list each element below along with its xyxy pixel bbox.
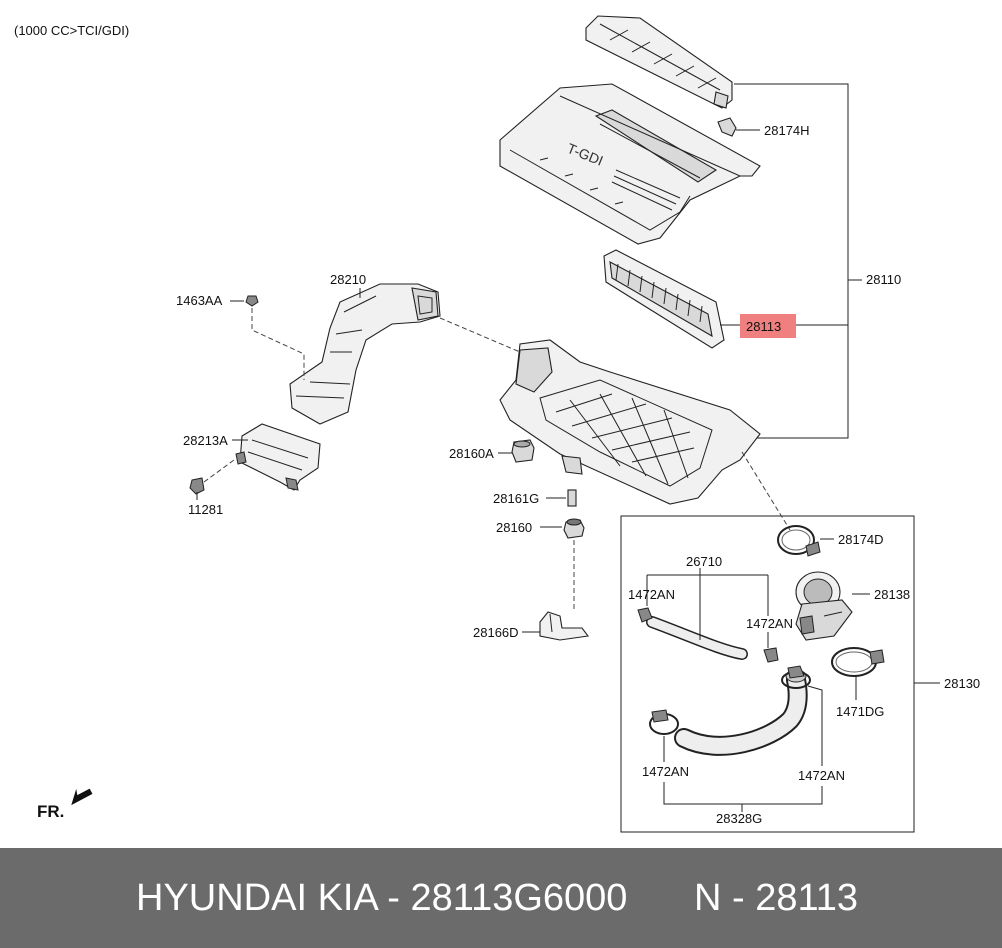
- callout-28130: 28130: [944, 676, 980, 691]
- engine-note: (1000 CC>TCI/GDI): [14, 23, 129, 38]
- callout-1463AA: 1463AA: [176, 293, 223, 308]
- hose-clamp-d: [781, 665, 811, 689]
- hose-28328G: [674, 669, 808, 756]
- clamp-1471DG: [831, 647, 885, 677]
- callout-28161G: 28161G: [493, 491, 539, 506]
- bracket-28213A: [235, 423, 321, 491]
- grommet-28160A: [511, 439, 535, 463]
- clip-28174H: [717, 117, 737, 137]
- sensor-28138: [795, 571, 853, 641]
- assembly-box: [620, 515, 915, 833]
- hose-26710: [646, 616, 748, 660]
- parts-diagram: (1000 CC>TCI/GDI) 28174H T-GDI 28110 281…: [14, 15, 980, 833]
- bolt-11281: [189, 477, 205, 500]
- clamp-28174D: [777, 525, 821, 557]
- callout-26710: 26710: [686, 554, 722, 569]
- callout-1472AN-c: 1472AN: [642, 764, 689, 779]
- callout-1472AN-d: 1472AN: [798, 768, 845, 783]
- front-arrow: [71, 788, 93, 806]
- pin-28161G: [567, 489, 577, 507]
- air-filter-element: [603, 249, 725, 349]
- air-cleaner-body: [499, 339, 761, 505]
- hose-clamp-c: [649, 709, 679, 735]
- callout-28213A: 28213A: [183, 433, 228, 448]
- direction-label: FR.: [37, 802, 64, 821]
- footer-ref: N - 28113: [694, 877, 859, 919]
- callout-28328G: 28328G: [716, 811, 762, 826]
- callout-28138: 28138: [874, 587, 910, 602]
- callout-28113: 28113: [746, 319, 781, 334]
- callout-28160: 28160: [496, 520, 532, 535]
- mount-28160: [563, 518, 585, 539]
- callout-1472AN-a: 1472AN: [628, 587, 675, 602]
- callout-28174D: 28174D: [838, 532, 884, 547]
- engine-cover: T-GDI: [499, 83, 761, 245]
- highlight-box: [740, 314, 796, 338]
- footer-bar: HYUNDAI KIA - 28113G6000 N - 28113: [0, 848, 1002, 948]
- callout-1471DG: 1471DG: [836, 704, 884, 719]
- callout-11281: 11281: [188, 502, 223, 517]
- top-cover-small: [585, 15, 733, 109]
- intake-duct: [289, 283, 441, 425]
- callout-28210: 28210: [330, 272, 366, 287]
- bolt-1463AA: [245, 295, 259, 307]
- callout-28166D: 28166D: [473, 625, 519, 640]
- bracket-28166D: [539, 611, 589, 641]
- callout-1472AN-b: 1472AN: [746, 616, 793, 631]
- callout-28160A: 28160A: [449, 446, 494, 461]
- footer-brand: HYUNDAI KIA - 28113G6000: [136, 877, 628, 919]
- callout-28174H: 28174H: [764, 123, 810, 138]
- callout-28110: 28110: [866, 272, 901, 287]
- hose-clamp-b: [763, 647, 779, 663]
- hose-clamp-a: [637, 607, 653, 623]
